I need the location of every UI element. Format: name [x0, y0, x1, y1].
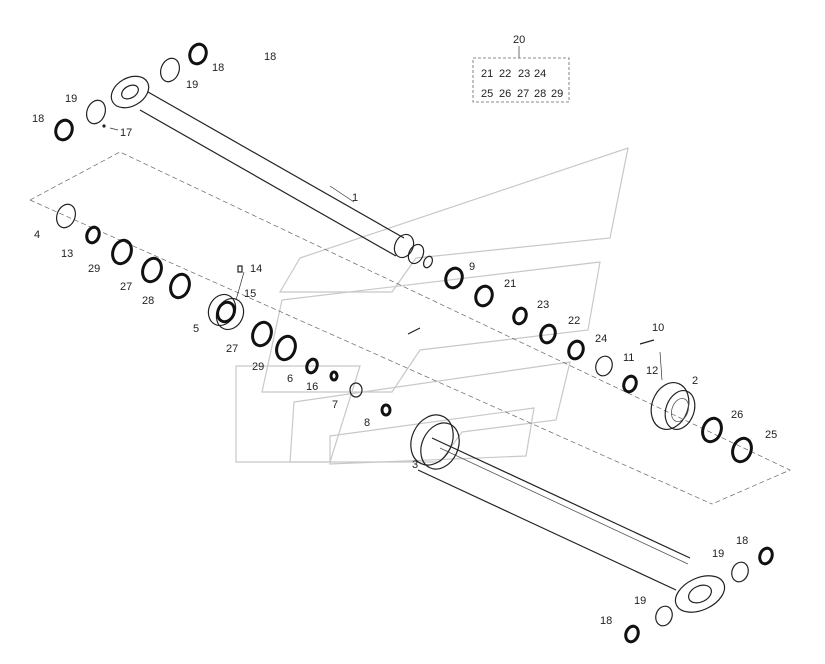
- callout-27-center: 27: [226, 343, 238, 355]
- callout-26: 26: [731, 409, 743, 421]
- callout-18-bottom-right: 18: [736, 535, 748, 547]
- callout-25: 25: [765, 429, 777, 441]
- callout-12: 12: [646, 365, 658, 377]
- cylinder-head: [650, 382, 696, 430]
- callout-10: 10: [652, 322, 664, 334]
- callout-16: 16: [306, 381, 318, 393]
- callout-19-left: 19: [65, 93, 77, 105]
- callout-labels: 1 2 3 4 5 6 7 8 9 10 11 12 13 14 15 16 1…: [32, 34, 777, 627]
- callout-18-top-right: 18: [264, 51, 276, 63]
- piston: [207, 293, 245, 331]
- callout-28: 28: [142, 295, 154, 307]
- callout-18-bottom: 18: [600, 615, 612, 627]
- kit-item-26: 26: [499, 88, 511, 100]
- kit-item-21: 21: [481, 68, 493, 80]
- callout-27-left: 27: [120, 281, 132, 293]
- callout-8: 8: [364, 417, 370, 429]
- callout-17: 17: [120, 127, 132, 139]
- kit-item-24: 24: [534, 68, 546, 80]
- callout-22: 22: [568, 315, 580, 327]
- callout-19-bottom-right: 19: [712, 548, 724, 560]
- kit-item-29: 29: [551, 88, 563, 100]
- callout-24: 24: [595, 333, 607, 345]
- callout-7: 7: [332, 399, 338, 411]
- callout-19-bottom: 19: [634, 595, 646, 607]
- callout-18-left: 18: [32, 113, 44, 125]
- kit-item-27: 27: [517, 88, 529, 100]
- callout-14: 14: [250, 263, 262, 275]
- leader-lines: [109, 127, 663, 381]
- callout-1: 1: [352, 192, 358, 204]
- callout-20: 20: [513, 34, 525, 46]
- callout-9: 9: [469, 261, 475, 273]
- callout-18-top: 18: [212, 62, 224, 74]
- callout-21: 21: [504, 278, 516, 290]
- callout-13: 13: [61, 248, 73, 260]
- callout-23: 23: [537, 299, 549, 311]
- callout-4: 4: [34, 229, 40, 241]
- kit-item-22: 22: [499, 68, 511, 80]
- callout-15: 15: [244, 288, 256, 300]
- callout-5: 5: [193, 323, 199, 335]
- piston-rod: [110, 75, 434, 269]
- callout-6: 6: [287, 373, 293, 385]
- callout-11: 11: [623, 352, 634, 364]
- callout-2: 2: [692, 375, 698, 387]
- callout-19-top: 19: [186, 79, 198, 91]
- watermark-logo: [235, 147, 629, 465]
- callout-29-left: 29: [88, 263, 100, 275]
- callout-3: 3: [412, 459, 418, 471]
- seals-and-rings: [54, 42, 774, 644]
- callout-29-center: 29: [252, 361, 264, 373]
- kit-item-28: 28: [534, 88, 546, 100]
- cylinder-tube: [410, 414, 726, 613]
- assembly-guide-lines: [29, 151, 791, 505]
- kit-item-23: 23: [518, 68, 530, 80]
- kit-item-25: 25: [481, 88, 493, 100]
- seal-kit-box: [472, 46, 570, 103]
- kit-box-labels: 21 22 23 24 25 26 27 28 29: [481, 68, 563, 100]
